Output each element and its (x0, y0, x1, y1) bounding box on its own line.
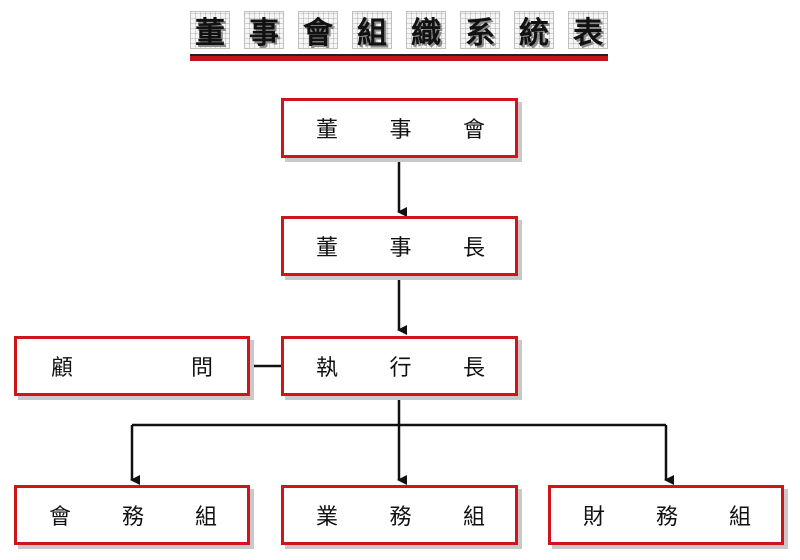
node-accounting: 會 務 組 (14, 485, 250, 545)
node-label-char: 長 (462, 356, 485, 381)
node-label-char: 務 (389, 505, 412, 530)
node-label-char: 業 (316, 505, 339, 530)
title-char: 統 (514, 11, 554, 51)
title-char: 會 (298, 11, 338, 51)
node-chairman: 董 事 長 (281, 216, 518, 276)
node-label-char: 長 (462, 236, 485, 261)
node-advisor: 顧 問 (14, 336, 250, 396)
node-label-char: 事 (389, 118, 412, 143)
node-label-char: 財 (583, 505, 606, 530)
node-label-char: 問 (190, 356, 213, 381)
node-label-char: 務 (121, 505, 144, 530)
node-label-char: 執 (316, 356, 339, 381)
node-label-char: 組 (728, 505, 751, 530)
node-label-char: 組 (194, 505, 217, 530)
node-ceo: 執 行 長 (281, 336, 518, 396)
title-char: 系 (460, 11, 500, 51)
title-underline (190, 54, 608, 61)
node-label-char: 顧 (51, 356, 74, 381)
title-char: 董 (190, 11, 230, 51)
node-label-char: 會 (462, 118, 485, 143)
node-business: 業 務 組 (281, 485, 518, 545)
node-label-char: 務 (655, 505, 678, 530)
node-label-char: 事 (389, 236, 412, 261)
node-board: 董 事 會 (281, 98, 518, 158)
node-label-char: 董 (316, 236, 339, 261)
title-char: 組 (352, 11, 392, 51)
node-finance: 財 務 組 (548, 485, 784, 545)
node-label-char: 組 (462, 505, 485, 530)
title-char: 表 (568, 11, 608, 51)
title-char: 事 (244, 11, 284, 51)
node-label-char: 董 (316, 118, 339, 143)
title-char: 織 (406, 11, 446, 51)
node-label-char: 會 (49, 505, 72, 530)
diagram-title: 董 事 會 組 織 系 統 表 (190, 8, 608, 52)
node-label-char: 行 (389, 356, 412, 381)
